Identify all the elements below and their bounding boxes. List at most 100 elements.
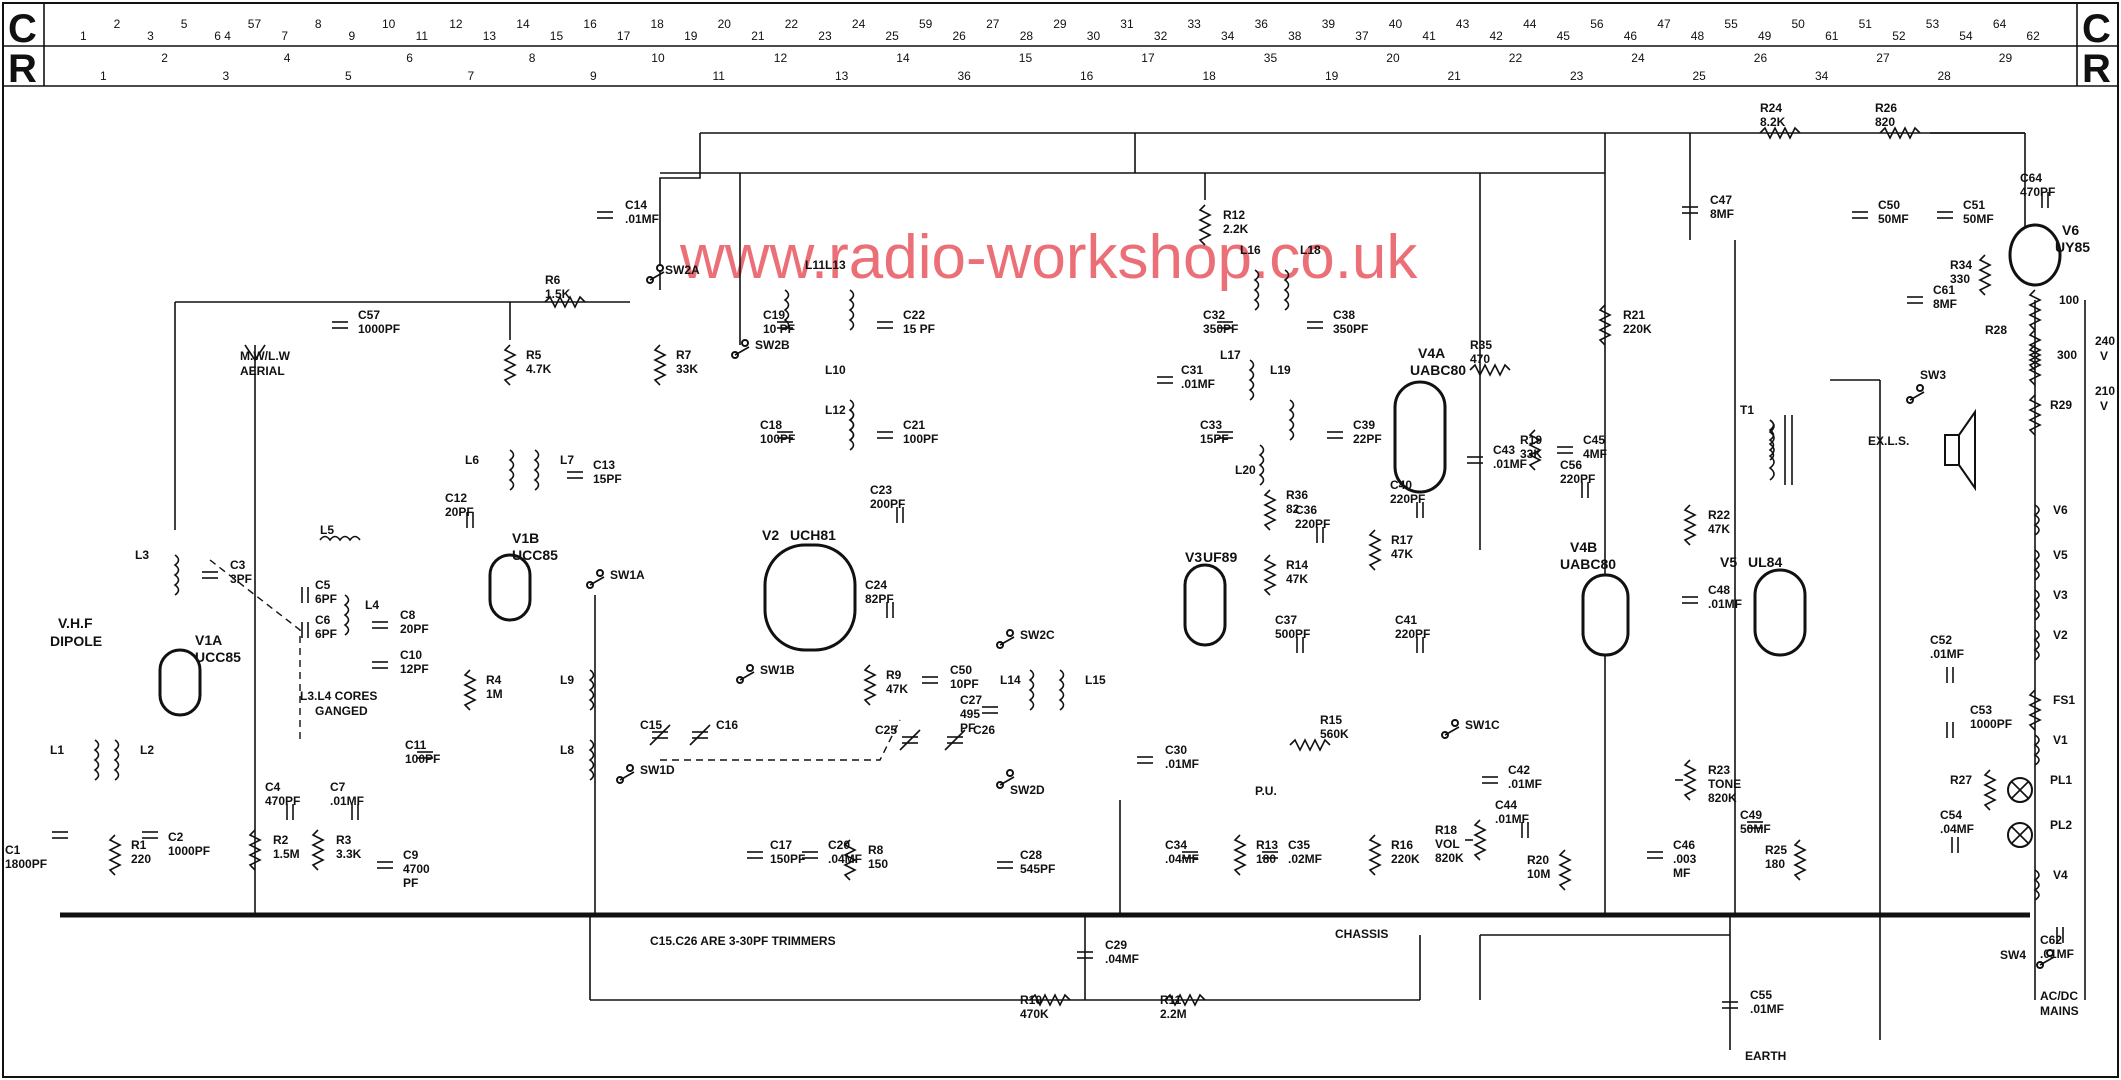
c30-label: .01MF — [1165, 757, 1199, 771]
r-ref-number: 14 — [896, 51, 910, 65]
trimmers-note: C15.C26 ARE 3-30PF TRIMMERS — [650, 934, 836, 948]
r2-label: 1.5M — [273, 847, 300, 861]
r15-label: 560K — [1320, 727, 1349, 741]
c56-label: 220PF — [1560, 472, 1595, 486]
c57-label: C57 — [358, 308, 380, 322]
r1-label: 220 — [131, 852, 151, 866]
c44-label: .01MF — [1495, 812, 1529, 826]
c35-component: C35.02MF — [1262, 838, 1322, 866]
l7-label: L7 — [560, 453, 574, 467]
earth-label: EARTH — [1745, 1049, 1786, 1063]
c36-label: C36 — [1295, 503, 1317, 517]
sw1b-component: SW1B — [736, 663, 795, 684]
r-ref-number: 15 — [1019, 51, 1033, 65]
r3-label: 3.3K — [336, 847, 362, 861]
r10-label: R10 — [1020, 993, 1042, 1007]
r-ref-number: 2 — [161, 51, 168, 65]
c7-label: .01MF — [330, 794, 364, 808]
c32-label: C32 — [1203, 308, 1225, 322]
r29-component: R29 — [2028, 394, 2072, 436]
c9-label: C9 — [403, 848, 419, 862]
c20-component: C20.04MF — [802, 838, 862, 866]
r-ref-number: 25 — [1693, 69, 1707, 83]
c51-label: C51 — [1963, 198, 1985, 212]
c-ref-number: 33 — [1188, 17, 1202, 31]
c-ref-number: 18 — [651, 17, 665, 31]
c1-label: C1 — [5, 843, 21, 857]
svg-text:V4B: V4B — [1570, 539, 1597, 555]
r34-label: R34 — [1950, 258, 1972, 272]
c17-label: 150PF — [770, 852, 805, 866]
sw2b-label: SW2B — [755, 338, 790, 352]
c-ref-number: 15 — [550, 29, 564, 43]
aerial-label: AERIAL — [240, 364, 285, 378]
r5-label: 4.7K — [526, 362, 552, 376]
svg-text:V1A: V1A — [195, 632, 222, 648]
pl1-label: PL1 — [2050, 773, 2072, 787]
l5-component: L5 — [319, 523, 361, 542]
sw1a-label: SW1A — [610, 568, 645, 582]
c11-label: C11 — [405, 738, 427, 752]
c-ref-number: 62 — [2026, 29, 2040, 43]
c54-label: .04MF — [1940, 822, 1974, 836]
c62-label: .01MF — [2040, 947, 2074, 961]
r-ref-number: 16 — [1080, 69, 1094, 83]
c-ref-number: 6 4 — [214, 29, 231, 43]
c19-label: C19 — [763, 308, 785, 322]
r25-label: R25 — [1765, 843, 1787, 857]
r23-label: 820K — [1708, 791, 1737, 805]
v2h-label: V2 — [2053, 628, 2068, 642]
l7-component: L7 — [533, 449, 574, 491]
c-ref-number: 61 — [1825, 29, 1839, 43]
c-ref-number: 54 — [1959, 29, 1973, 43]
c38-label: C38 — [1333, 308, 1355, 322]
c37-label: C37 — [1275, 613, 1297, 627]
r6-label: R6 — [545, 273, 561, 287]
r11-label: R11 — [1160, 993, 1182, 1007]
aerial-icon — [244, 344, 266, 915]
v6h-component: V6 — [2033, 503, 2068, 536]
svg-text:V1B: V1B — [512, 530, 539, 546]
l14-component: L14 — [1000, 669, 1035, 711]
r2-label: R2 — [273, 833, 289, 847]
r4-label: 1M — [486, 687, 503, 701]
svg-text:V6: V6 — [2062, 222, 2079, 238]
v3h-component: V3 — [2033, 588, 2068, 621]
c-ref-number: 3 — [147, 29, 154, 43]
sw2d-label: SW2D — [1010, 783, 1045, 797]
c46-label: C46 — [1673, 838, 1695, 852]
c1-label: 1800PF — [5, 857, 47, 871]
c12-label: 20PF — [445, 505, 474, 519]
pickup-label: P.U. — [1255, 784, 1277, 798]
svg-text:UF89: UF89 — [1203, 549, 1237, 565]
sw2c-component: SW2C — [996, 628, 1055, 649]
c10-label: C10 — [400, 648, 422, 662]
l17-label: L17 — [1220, 348, 1241, 362]
r18-label: VOL — [1435, 837, 1460, 851]
c40-label: 220PF — [1390, 492, 1425, 506]
c14-label: C14 — [625, 198, 647, 212]
l20-label: L20 — [1235, 463, 1256, 477]
c-ref-number: 37 — [1355, 29, 1369, 43]
c-ref-number: 26 — [953, 29, 967, 43]
c-ref-number: 8 — [315, 17, 322, 31]
c21-label: C21 — [903, 418, 925, 432]
c42-label: C42 — [1508, 763, 1530, 777]
